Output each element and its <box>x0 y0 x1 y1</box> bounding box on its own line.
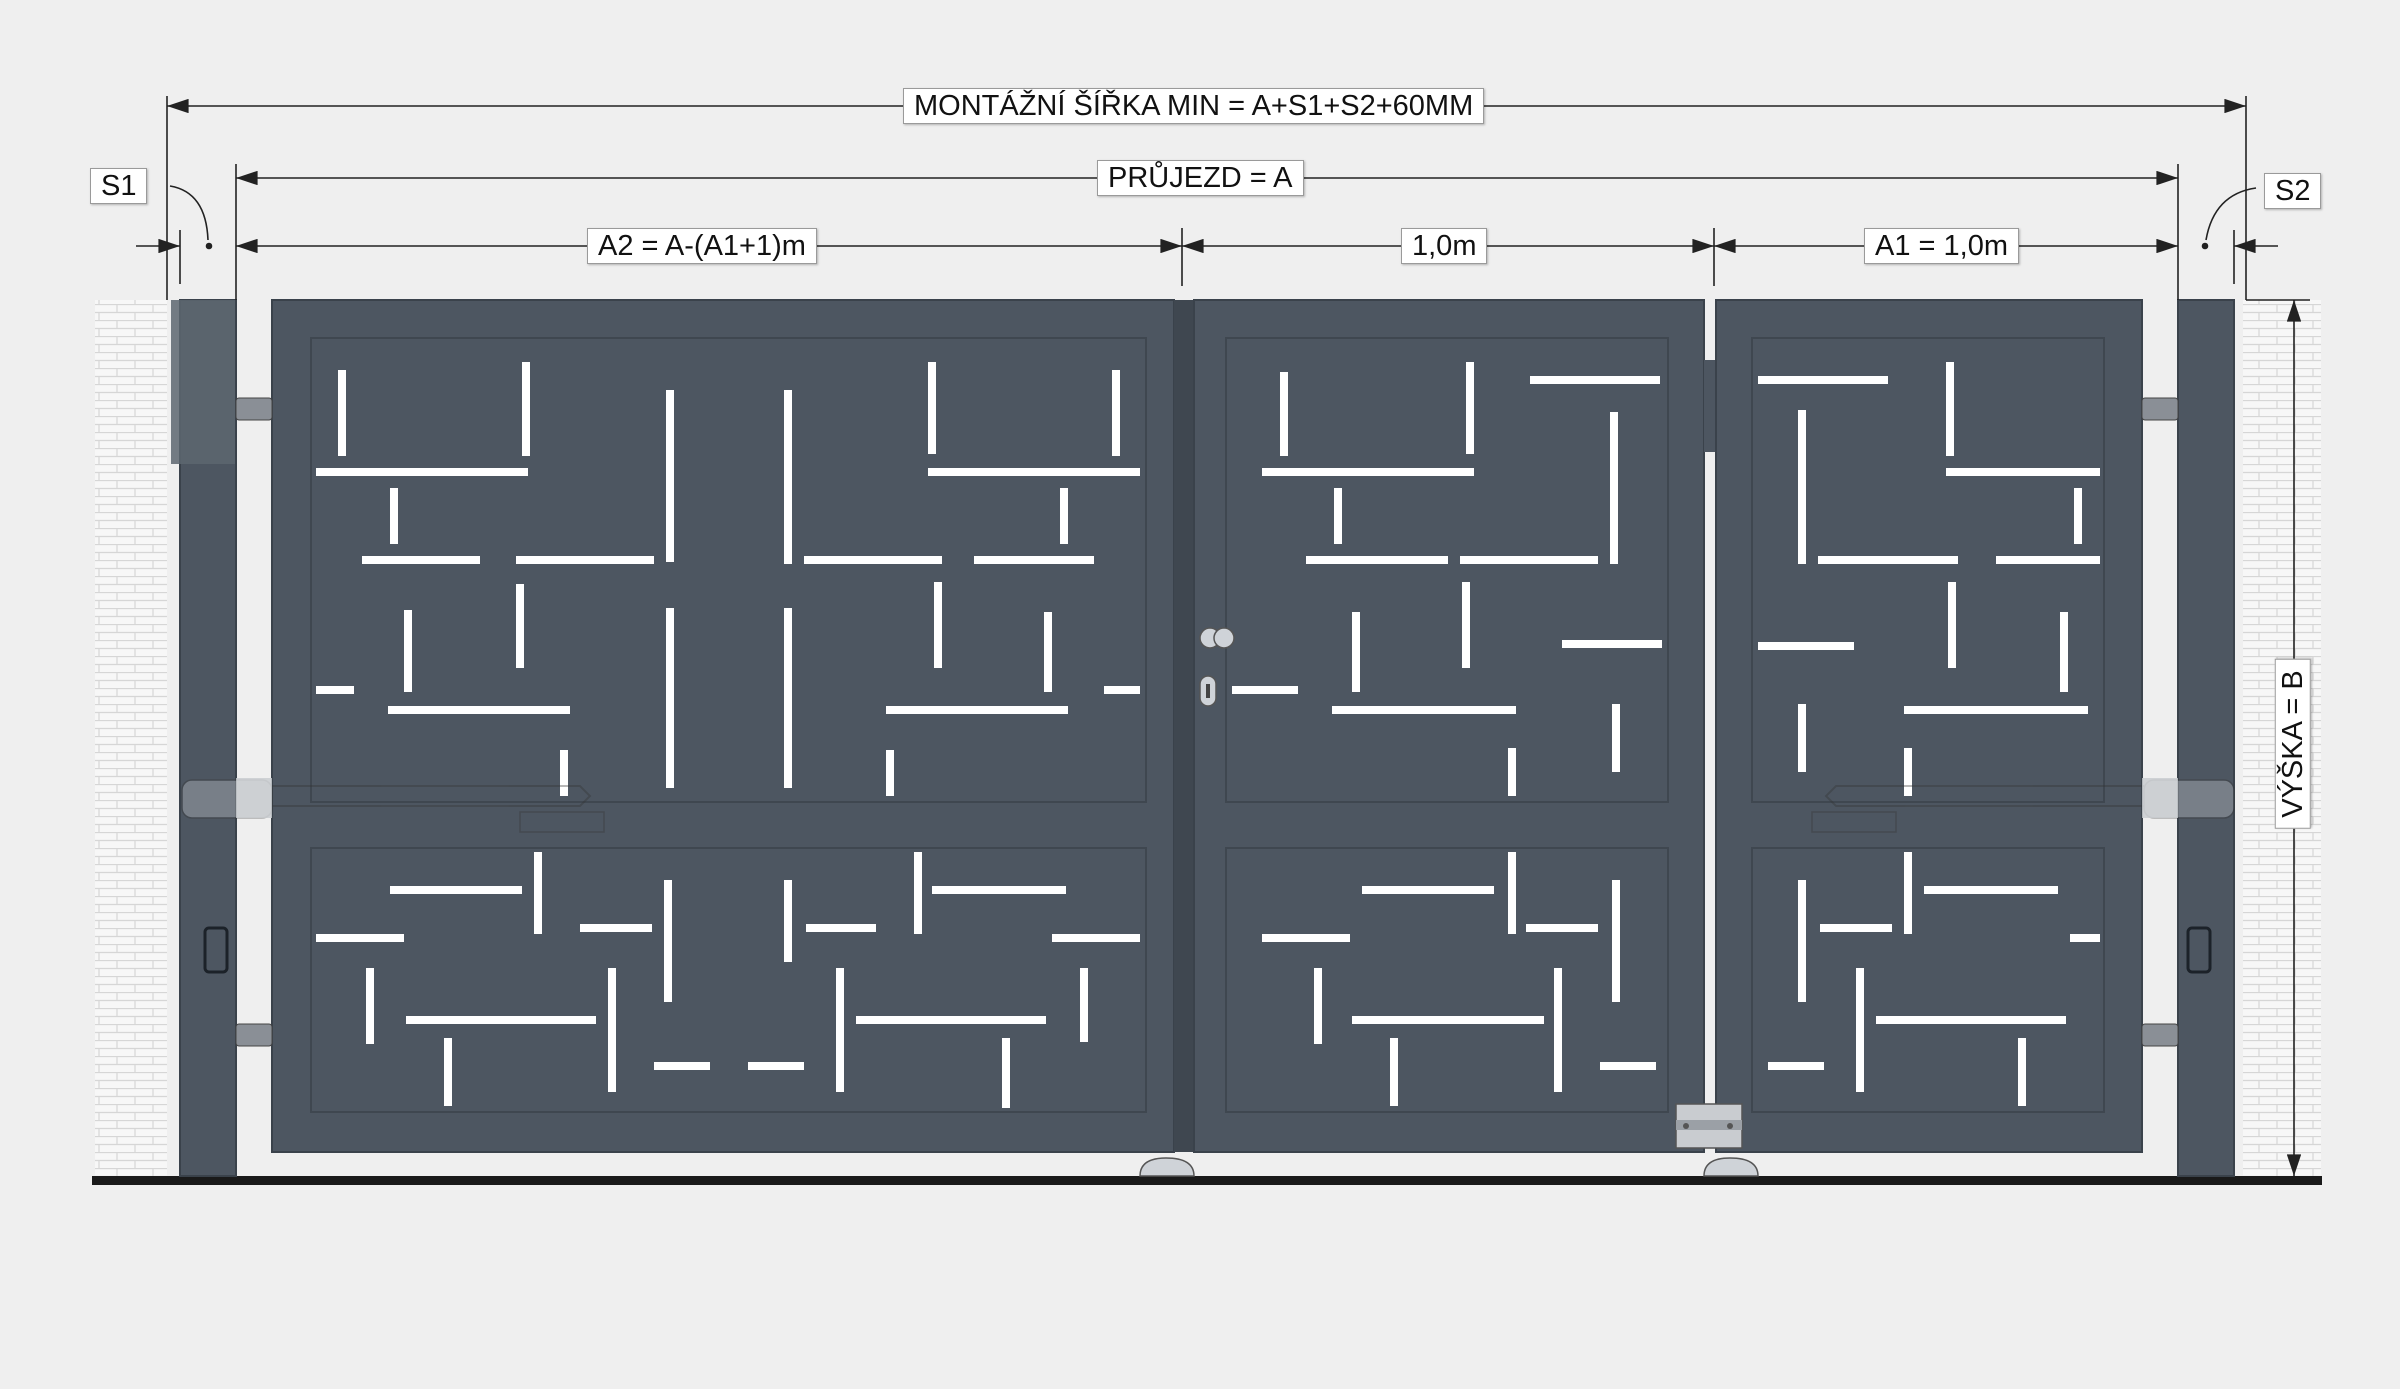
leaf-middle <box>1193 299 1705 1153</box>
panel-cutouts <box>316 362 2100 1108</box>
gate-stop-left-icon <box>1139 1157 1195 1177</box>
left-post-handle-icon <box>203 926 229 974</box>
height-label: VÝŠKA = B <box>2274 659 2311 829</box>
passage-label: PRŮJEZD = A <box>1097 160 1304 196</box>
gap-left-label: S1 <box>90 168 148 204</box>
left-wall <box>95 300 167 1178</box>
leaf-a1 <box>1715 299 2143 1153</box>
left-post-motor-cover <box>171 300 235 464</box>
right-post <box>2177 299 2235 1177</box>
ground-line <box>92 1176 2322 1185</box>
handle-icon <box>1199 627 1235 649</box>
leaf-middle-label: 1,0m <box>1401 228 1488 264</box>
gate-stop-right-icon <box>1703 1157 1759 1177</box>
center-divider <box>1174 300 1194 1152</box>
right-post-handle-icon <box>2186 926 2212 974</box>
hinges <box>235 397 2179 1047</box>
leaf-a2-label: A2 = A-(A1+1)m <box>587 228 817 264</box>
ground-latch-icon <box>1675 1103 1743 1149</box>
gap-right-label: S2 <box>2264 173 2322 209</box>
mounting-width-label: MONTÁŽNÍ ŠÍŘKA MIN = A+S1+S2+60MM <box>903 88 1485 124</box>
leaf-a1-label: A1 = 1,0m <box>1864 228 2019 264</box>
leaf-a2 <box>271 299 1175 1153</box>
motor-bracket-right <box>2142 778 2178 818</box>
motor-bracket-left <box>236 778 272 818</box>
leaf-gap-bar <box>1704 360 1716 452</box>
keyhole-icon <box>1199 675 1217 707</box>
